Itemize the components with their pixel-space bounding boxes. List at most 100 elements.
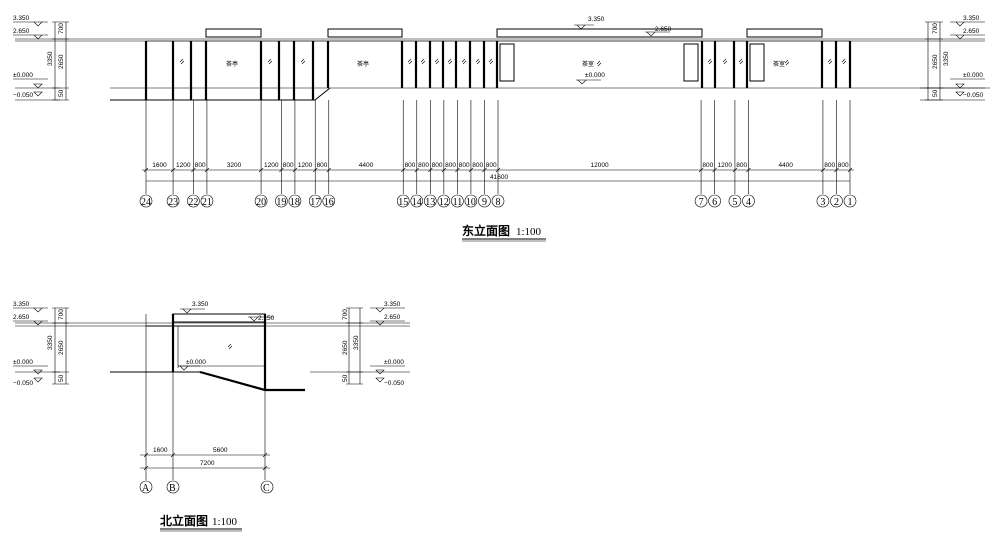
- axis-bubble: [275, 194, 288, 208]
- east-span-label: 12000: [590, 162, 608, 169]
- axis-bubble: [396, 194, 410, 208]
- east-room-label: 茶室: [582, 60, 594, 68]
- axis-bubble: [728, 194, 742, 208]
- svg-text:±0.000: ±0.000: [384, 359, 404, 366]
- east-room-label: 茶亭: [226, 60, 238, 68]
- axis-bubble: [491, 194, 505, 208]
- svg-text:3350: 3350: [353, 335, 360, 350]
- axis-label: 20: [256, 197, 266, 208]
- svg-text:2650: 2650: [58, 54, 65, 69]
- north-inner-level-eave: 2.150: [248, 315, 275, 322]
- east-room-label: 茶亭: [357, 60, 369, 68]
- svg-text:3.350: 3.350: [384, 301, 401, 308]
- east-room-label: 茶室: [773, 60, 785, 68]
- east-dimension-tick: [191, 167, 196, 173]
- svg-text:41600: 41600: [490, 174, 508, 181]
- east-dimension-tick: [279, 167, 284, 173]
- north-span-dimensions: 1600 5600: [140, 447, 270, 458]
- svg-text:700: 700: [342, 309, 349, 320]
- east-span-label: 3200: [227, 162, 242, 169]
- axis-bubble: [708, 194, 721, 208]
- north-inner-level-zero: ±0.000: [178, 359, 206, 371]
- svg-text:2.650: 2.650: [384, 314, 401, 321]
- north-total-dimension: 7200: [140, 460, 270, 471]
- svg-text:3350: 3350: [47, 335, 54, 350]
- axis-bubble: [166, 194, 180, 208]
- east-dimension-tick: [482, 167, 487, 173]
- axis-label: 14: [412, 197, 422, 208]
- north-extension-lines: [145, 372, 266, 480]
- east-dimension-tick: [847, 167, 853, 173]
- north-elevation: 3.350 2.150 ±0.000 3.350 2.650 ±0.000 −0…: [13, 301, 410, 532]
- east-inner-level-zero: ±0.000: [576, 72, 605, 85]
- east-dimension-tick: [170, 167, 176, 173]
- axis-label: 2: [834, 197, 839, 208]
- svg-text:2.650: 2.650: [13, 28, 30, 35]
- north-axis-bubbles: A B C: [139, 480, 274, 494]
- axis-label: A: [142, 483, 150, 494]
- svg-text:3.350: 3.350: [588, 16, 605, 23]
- east-span-label: 800: [838, 162, 849, 169]
- east-span-label: 800: [195, 162, 206, 169]
- east-span-label: 800: [472, 162, 483, 169]
- east-glass-panel: [683, 43, 699, 82]
- east-roof-band-2: [327, 28, 403, 38]
- axis-label: 18: [290, 197, 300, 208]
- east-dimension-tick: [732, 167, 738, 173]
- axis-bubble: [424, 194, 437, 208]
- svg-text:2.150: 2.150: [258, 315, 275, 322]
- east-span-label: 800: [486, 162, 497, 169]
- east-span-label: 1200: [264, 162, 279, 169]
- north-glass-hatch: [227, 343, 233, 350]
- east-extension-lines: [145, 100, 851, 194]
- svg-text:2.650: 2.650: [963, 28, 980, 35]
- axis-bubble: [308, 194, 322, 208]
- east-span-label: 800: [824, 162, 835, 169]
- east-dimension-tick: [441, 167, 447, 173]
- east-dimension-tick: [495, 167, 501, 173]
- east-span-label: 800: [736, 162, 747, 169]
- east-dimension-tick: [746, 167, 751, 173]
- svg-text:50: 50: [58, 89, 65, 97]
- axis-label: 16: [324, 197, 334, 208]
- svg-text:3.350: 3.350: [963, 15, 980, 22]
- east-glass-panel: [499, 43, 515, 82]
- east-dimension-tick: [712, 167, 717, 173]
- axis-label: 24: [141, 197, 151, 208]
- east-span-label: 800: [459, 162, 470, 169]
- east-dimension-tick: [428, 167, 433, 173]
- axis-bubble: [166, 480, 180, 494]
- east-span-label: 4400: [359, 162, 374, 169]
- axis-bubble: [451, 194, 464, 208]
- axis-label: C: [263, 483, 270, 494]
- axis-bubble: [187, 194, 200, 208]
- axis-label: 6: [712, 197, 717, 208]
- east-inner-level-eave: 2.650: [645, 26, 672, 37]
- east-dimension-tick: [834, 167, 839, 173]
- axis-label: 13: [425, 197, 435, 208]
- axis-label: 17: [310, 197, 320, 208]
- svg-text:2.650: 2.650: [13, 314, 30, 321]
- svg-text:5600: 5600: [213, 447, 228, 454]
- svg-text:700: 700: [58, 309, 65, 320]
- axis-bubble: [200, 194, 214, 208]
- svg-text:700: 700: [58, 23, 65, 34]
- east-ramp-line: [314, 87, 331, 101]
- axis-bubble: [139, 194, 153, 208]
- svg-text:±0.000: ±0.000: [186, 359, 206, 366]
- east-left-levels: 3.350 2.650 ±0.000 −0.050 700 2650 3350 …: [13, 15, 69, 101]
- axis-bubble: [694, 194, 708, 208]
- east-dimension-tick: [401, 167, 406, 173]
- svg-text:±0.000: ±0.000: [963, 72, 983, 79]
- axis-label: 10: [466, 197, 476, 208]
- axis-bubble: [288, 194, 302, 208]
- svg-text:3.350: 3.350: [13, 15, 30, 22]
- svg-text:7200: 7200: [200, 460, 215, 467]
- svg-text:±0.000: ±0.000: [13, 72, 33, 79]
- axis-label: 19: [276, 197, 286, 208]
- svg-text:北立面图: 北立面图: [160, 513, 208, 528]
- svg-text:50: 50: [58, 374, 65, 382]
- east-span-label: 800: [432, 162, 443, 169]
- axis-bubble: [478, 194, 491, 208]
